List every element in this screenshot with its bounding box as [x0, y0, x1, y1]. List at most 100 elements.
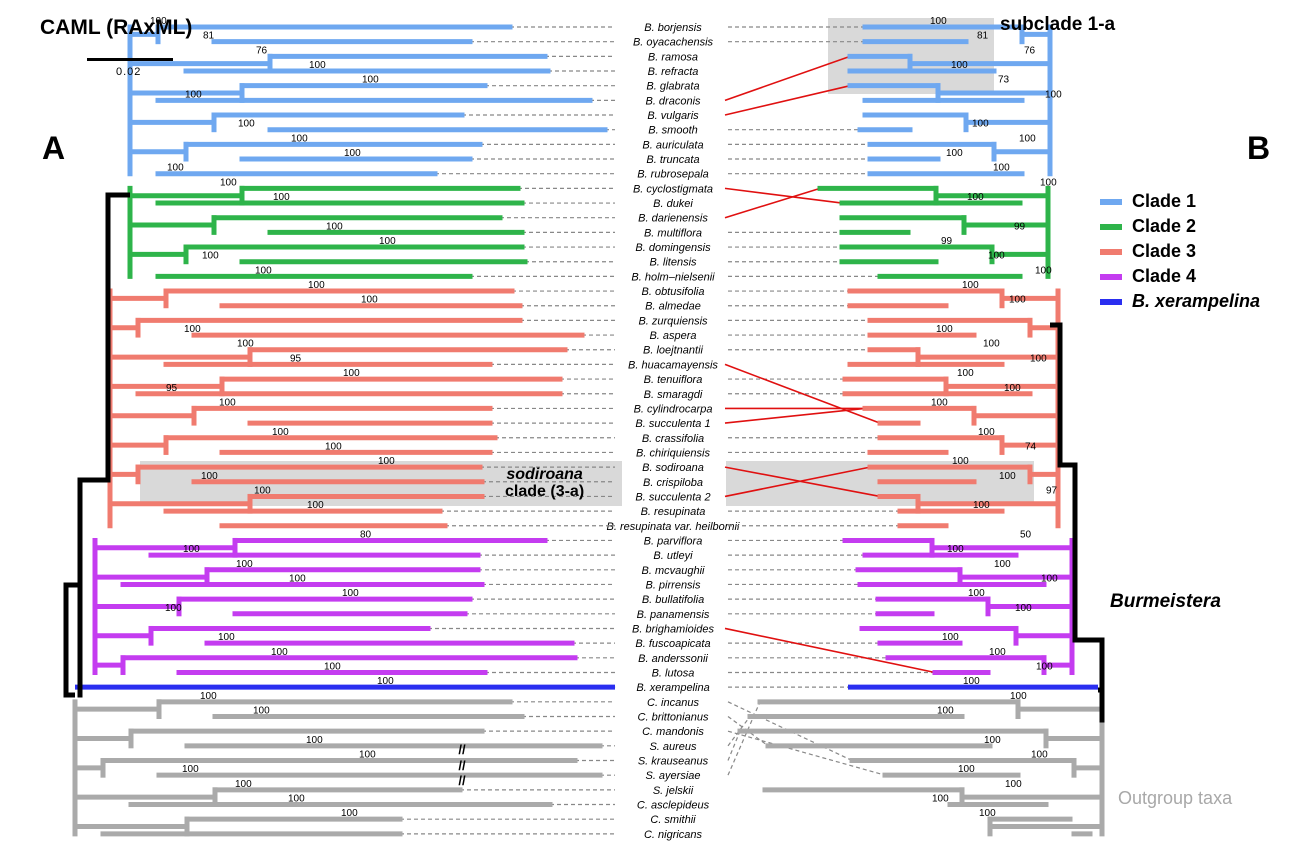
- taxon-label: B. smooth: [648, 125, 698, 137]
- taxon-label: B. auriculata: [642, 139, 703, 151]
- crossing-link: [724, 363, 881, 424]
- support-value: 95: [166, 383, 178, 394]
- crossing-link: [724, 187, 843, 204]
- support-value: 100: [968, 588, 985, 599]
- legend-label: B. xerampelina: [1132, 291, 1261, 311]
- taxon-label: B. resupinata: [641, 506, 706, 518]
- support-value: 100: [289, 573, 306, 584]
- support-value: 100: [235, 779, 252, 790]
- support-value: 100: [962, 280, 979, 291]
- support-value: 100: [184, 324, 201, 335]
- taxon-label: S. ayersiae: [645, 770, 700, 782]
- support-value: 99: [1014, 221, 1026, 232]
- legend-entry: Clade 3: [1100, 239, 1260, 264]
- taxon-label: B. parviflora: [644, 535, 703, 547]
- support-value: 100: [946, 148, 963, 159]
- taxon-label: B. glabrata: [646, 81, 699, 93]
- sodiroana-label-italic: sodiroana: [506, 466, 583, 483]
- support-value: 76: [1024, 45, 1036, 56]
- support-value: 100: [1005, 779, 1022, 790]
- support-value: 100: [271, 647, 288, 658]
- crossing-link: [724, 187, 821, 219]
- legend-entry: Clade 1: [1100, 189, 1260, 214]
- support-value: 100: [1009, 295, 1026, 306]
- support-value: 100: [951, 60, 968, 71]
- support-value: 76: [256, 45, 268, 56]
- taxon-label: S. krauseanus: [638, 756, 709, 768]
- branch-break-mark: //: [458, 758, 466, 773]
- crossing-link: [724, 466, 871, 498]
- support-value: 100: [1015, 603, 1032, 614]
- support-value: 100: [341, 808, 358, 819]
- panel-a-label: A: [42, 130, 66, 166]
- support-value: 100: [1036, 661, 1053, 672]
- taxon-label: C. brittonianus: [638, 711, 709, 723]
- taxon-label: B. truncata: [646, 154, 699, 166]
- support-value: 100: [942, 632, 959, 643]
- support-value: 100: [165, 603, 182, 614]
- sodiroana-label-rest: clade (3-a): [505, 483, 585, 500]
- taxon-label: B. domingensis: [635, 242, 711, 254]
- support-value: 100: [238, 119, 255, 130]
- taxon-label: B. refracta: [648, 66, 699, 78]
- support-value: 100: [218, 632, 235, 643]
- genus-label: Burmeistera: [1110, 591, 1221, 612]
- taxon-label: B. anderssonii: [638, 653, 708, 665]
- support-value: 100: [343, 368, 360, 379]
- taxon-label: B. sodiroana: [642, 462, 704, 474]
- crossing-link: [724, 84, 851, 116]
- branch-break-mark: //: [458, 742, 466, 757]
- support-value: 100: [1035, 265, 1052, 276]
- taxon-label: B. lutosa: [652, 667, 695, 679]
- support-value: 100: [273, 192, 290, 203]
- taxon-label: C. asclepideus: [637, 800, 710, 812]
- support-value: 74: [1025, 441, 1037, 452]
- support-value: 100: [979, 808, 996, 819]
- support-value: 100: [972, 119, 989, 130]
- taxon-label: B. zurquiensis: [638, 315, 708, 327]
- taxon-label: B. litensis: [649, 257, 697, 269]
- taxon-label: B. ramosa: [648, 51, 698, 63]
- support-value: 100: [307, 500, 324, 511]
- taxon-label: B. almedae: [645, 301, 701, 313]
- taxon-label: B. utleyi: [653, 550, 693, 562]
- leader-line: [727, 701, 853, 762]
- support-value: 100: [237, 339, 254, 350]
- taxon-label: B. bullatifolia: [642, 594, 704, 606]
- method-title: CAML (RAxML): [40, 16, 193, 39]
- support-value: 100: [183, 544, 200, 555]
- support-value: 100: [377, 676, 394, 687]
- support-value: 100: [1031, 750, 1048, 761]
- taxon-label: C. smithii: [650, 814, 696, 826]
- support-value: 100: [200, 691, 217, 702]
- crossing-link: [724, 407, 866, 424]
- support-value: 100: [937, 705, 954, 716]
- support-value: 100: [150, 16, 167, 27]
- support-value: 81: [203, 31, 215, 42]
- support-value: 100: [362, 75, 379, 86]
- support-value: 100: [983, 339, 1000, 350]
- support-value: 100: [978, 427, 995, 438]
- legend-swatch: [1100, 298, 1122, 305]
- branch-break-mark: //: [458, 773, 466, 788]
- support-value: 100: [952, 456, 969, 467]
- taxon-label: B. pirrensis: [645, 579, 701, 591]
- sodiroana-clade-label: sodiroana clade (3-a): [505, 466, 584, 500]
- support-value: 100: [1030, 353, 1047, 364]
- support-value: 100: [930, 16, 947, 27]
- scale-bar: [87, 58, 173, 61]
- taxon-label: B. holm–nielsenii: [631, 271, 715, 283]
- legend-swatch: [1100, 198, 1122, 205]
- legend-swatch: [1100, 223, 1122, 230]
- support-value: 100: [202, 251, 219, 262]
- support-value: 100: [361, 295, 378, 306]
- support-value: 100: [932, 794, 949, 805]
- support-value: 100: [994, 559, 1011, 570]
- taxon-label: B. chiriquiensis: [636, 447, 710, 459]
- support-value: 100: [947, 544, 964, 555]
- leader-line: [727, 730, 886, 776]
- crossing-link: [724, 627, 936, 674]
- support-value: 80: [360, 529, 372, 540]
- support-value: 100: [999, 471, 1016, 482]
